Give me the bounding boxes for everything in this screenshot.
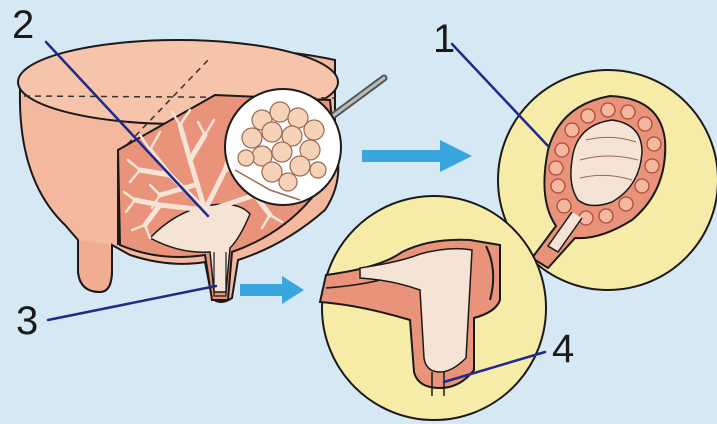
label-3: 3 (16, 299, 38, 343)
label-4: 4 (552, 327, 574, 371)
label-2: 2 (12, 3, 34, 47)
teat-inset (320, 196, 546, 420)
label-1: 1 (433, 17, 455, 61)
udder-teat-left (78, 240, 112, 292)
